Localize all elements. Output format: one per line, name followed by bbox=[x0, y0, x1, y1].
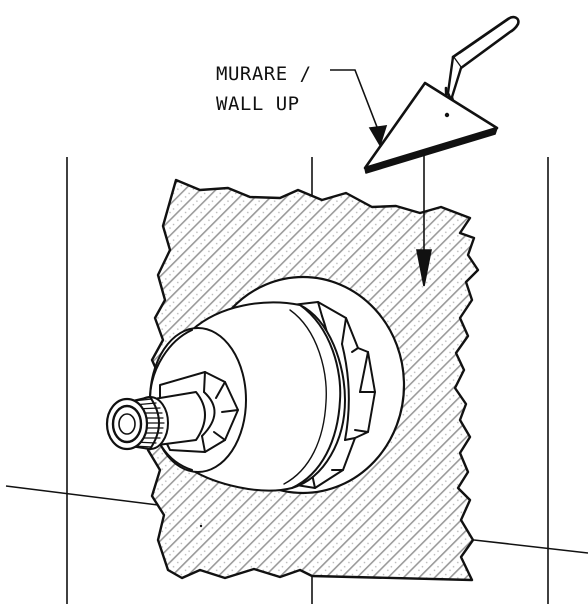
callout-label-line2: WALL UP bbox=[216, 93, 300, 115]
arrow-down-icon bbox=[416, 155, 432, 287]
callout-leader bbox=[330, 69, 388, 147]
floor-line-left bbox=[5, 485, 159, 506]
floor-line-right bbox=[473, 539, 588, 554]
wall-lines bbox=[5, 157, 588, 604]
valve-assembly bbox=[105, 275, 406, 495]
trowel-icon bbox=[363, 15, 520, 174]
callout-label: MURARE / WALL UP bbox=[216, 63, 312, 115]
callout-label-line1: MURARE / bbox=[216, 63, 312, 85]
